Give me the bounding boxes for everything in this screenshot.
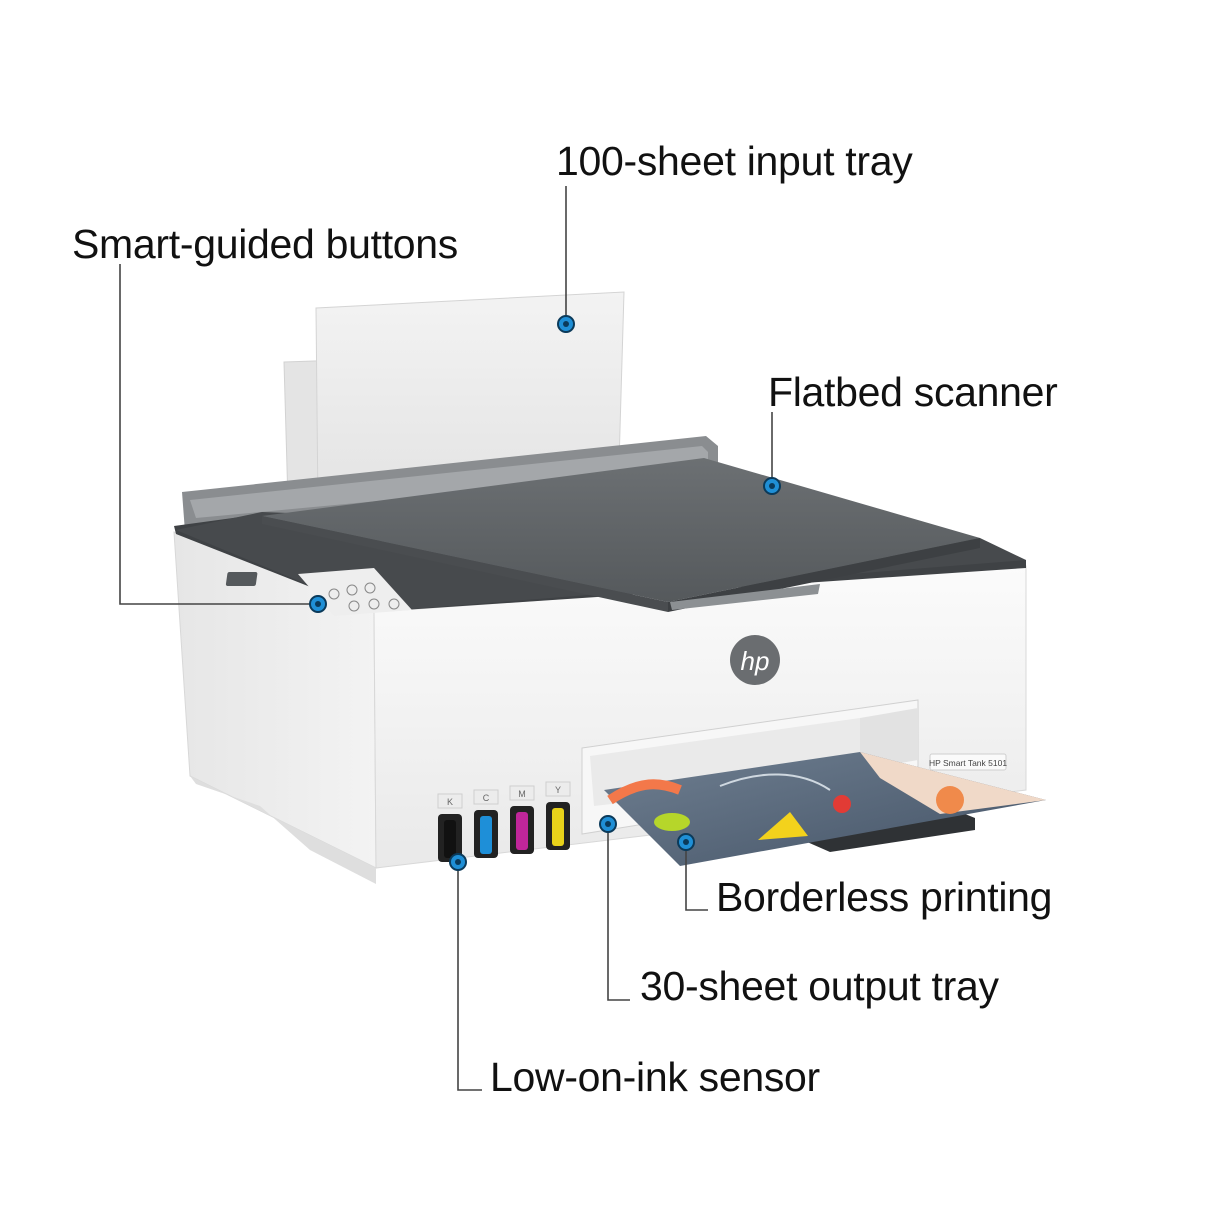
callout-scanner: Flatbed scanner xyxy=(768,369,1058,415)
ink-k-label: K xyxy=(447,797,453,807)
ink-tanks: K C M Y xyxy=(437,781,571,862)
leader-borderless xyxy=(685,842,708,911)
model-label: HP Smart Tank 5101 xyxy=(929,753,1007,771)
marker-ink xyxy=(449,853,467,871)
marker-scanner xyxy=(763,477,781,495)
leader-ink xyxy=(457,862,482,1091)
callout-borderless: Borderless printing xyxy=(716,874,1053,920)
marker-input-tray xyxy=(557,315,575,333)
ink-c-label: C xyxy=(483,793,490,803)
hp-logo-text: hp xyxy=(741,646,770,676)
callout-ink-sensor: Low-on-ink sensor xyxy=(490,1054,820,1100)
ink-m-label: M xyxy=(518,789,526,799)
leader-buttons xyxy=(119,264,318,605)
marker-buttons xyxy=(309,595,327,613)
callout-markers xyxy=(309,315,781,871)
ink-y-label: Y xyxy=(555,785,561,795)
marker-borderless xyxy=(677,833,695,851)
leader-lines xyxy=(119,186,773,1091)
leader-output xyxy=(607,824,630,1001)
scanner-lid xyxy=(262,458,980,612)
marker-output xyxy=(599,815,617,833)
hp-logo: hp xyxy=(730,635,780,685)
callout-output-tray: 30-sheet output tray xyxy=(640,963,999,1009)
model-label-text: HP Smart Tank 5101 xyxy=(929,758,1007,768)
callout-buttons: Smart-guided buttons xyxy=(72,221,459,267)
callout-input-tray: 100-sheet input tray xyxy=(556,138,913,184)
printed-page xyxy=(604,752,1046,866)
